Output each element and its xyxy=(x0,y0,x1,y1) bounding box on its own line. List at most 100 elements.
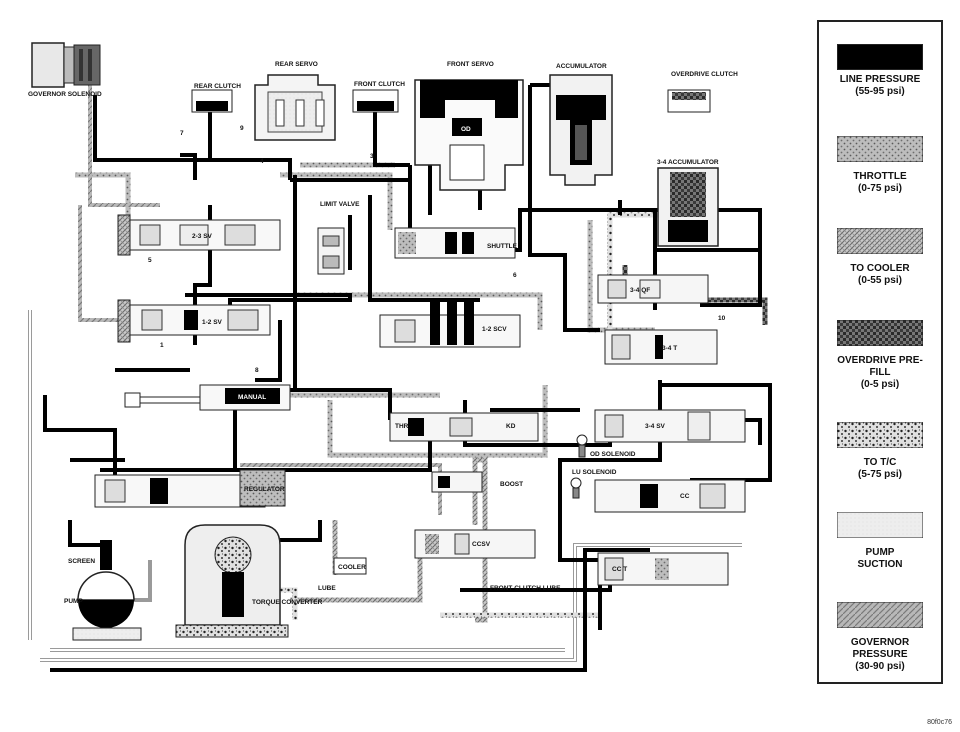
regulator-valve xyxy=(94,469,286,508)
pump-label: PUMP xyxy=(64,598,83,605)
front-clutch-lube-label: FRONT CLUTCH LUBE xyxy=(490,585,561,592)
valve-23sv-label: 2-3 SV xyxy=(192,233,213,240)
cooler-label: COOLER xyxy=(338,564,366,571)
valve-12sv-label: 1-2 SV xyxy=(202,319,223,326)
governor-lines xyxy=(78,80,442,515)
legend-swatch xyxy=(836,601,924,629)
lu-solenoid xyxy=(570,477,582,499)
od-solenoid xyxy=(576,434,588,458)
limit-valve-label: LIMIT VALVE xyxy=(320,201,360,208)
governor-solenoid xyxy=(31,42,101,88)
legend-label: PUMP SUCTION xyxy=(857,547,903,570)
legend-label: GOVERNOR PRESSURE xyxy=(850,637,910,660)
accumulator-34 xyxy=(657,167,719,247)
shuttle-valve xyxy=(394,227,516,259)
legend-range: (0-75 psi) xyxy=(858,183,902,194)
check-ball-9: 9 xyxy=(240,125,244,132)
valve-ccsv-label: CCSV xyxy=(472,541,491,548)
valve-ccsv xyxy=(414,529,536,559)
legend-throttle: THROTTLE (0-75 psi) xyxy=(819,135,941,195)
valve-34t xyxy=(604,329,718,365)
check-ball-7: 7 xyxy=(180,130,184,137)
legend-line-pressure: LINE PRESSURE (55-95 psi) xyxy=(819,44,941,98)
legend-range: (30-90 psi) xyxy=(855,661,905,672)
check-ball-8: 8 xyxy=(255,367,259,374)
thr-label: THR xyxy=(395,423,409,430)
valve-12scv xyxy=(379,300,521,348)
rear-clutch-label: REAR CLUTCH xyxy=(194,83,241,90)
valve-12scv-label: 1-2 SCV xyxy=(482,326,507,333)
legend-pump-suction: PUMP SUCTION xyxy=(819,511,941,571)
check-ball-4: 4 xyxy=(260,158,264,165)
shuttle-label: SHUTTLE xyxy=(487,243,518,250)
legend-range: (0-5 psi) xyxy=(860,379,900,390)
manual-label: MANUAL xyxy=(238,394,266,401)
rear-servo xyxy=(254,74,336,141)
legend-label: TO COOLER xyxy=(850,263,910,274)
legend-swatch xyxy=(836,135,924,163)
legend-label: TO T/C xyxy=(863,457,897,468)
limit-valve xyxy=(317,227,345,275)
legend-swatch xyxy=(836,319,924,347)
legend-swatch xyxy=(836,227,924,255)
throttle-kickdown-valve xyxy=(389,412,539,442)
front-servo-label: FRONT SERVO xyxy=(447,61,494,68)
legend-panel: LINE PRESSURE (55-95 psi) THROTTLE (0-75… xyxy=(817,20,943,684)
od-band-label: OD xyxy=(461,126,471,133)
boost-valve xyxy=(431,471,483,493)
pump xyxy=(72,540,142,641)
screen-label: SCREEN xyxy=(68,558,95,565)
valve-cct-label: CC T xyxy=(612,566,627,573)
legend-governor-pressure: GOVERNOR PRESSURE (30-90 psi) xyxy=(819,601,941,673)
check-ball-3: 3 xyxy=(370,153,374,160)
valve-34sv-label: 3-4 SV xyxy=(645,423,666,430)
legend-range: (55-95 psi) xyxy=(855,86,905,97)
governor-solenoid-label: GOVERNOR SOLENOID xyxy=(28,91,102,98)
legend-label: LINE PRESSURE xyxy=(839,74,921,85)
rear-clutch xyxy=(191,89,233,113)
torque-converter xyxy=(175,524,289,638)
valve-cc-label: CC xyxy=(680,493,690,500)
regulator-label: REGULATOR xyxy=(244,486,285,493)
valve-cct xyxy=(597,552,729,586)
overdrive-clutch-label: OVERDRIVE CLUTCH xyxy=(671,71,738,78)
valve-cc xyxy=(594,479,746,513)
legend-range: (0-55 psi) xyxy=(858,275,902,286)
legend-swatch xyxy=(837,44,923,70)
cooler xyxy=(333,557,367,575)
figure-code: 80f0c76 xyxy=(927,719,952,726)
legend-to-cooler: TO COOLER (0-55 psi) xyxy=(819,227,941,287)
lu-solenoid-label: LU SOLENOID xyxy=(572,469,617,476)
check-ball-5: 5 xyxy=(148,257,152,264)
valve-34sv xyxy=(594,409,746,443)
check-ball-1: 1 xyxy=(160,342,164,349)
legend-label: OVERDRIVE PRE-FILL xyxy=(837,355,923,378)
torque-converter-label: TORQUE CONVERTER xyxy=(252,599,323,606)
legend-label: THROTTLE xyxy=(853,171,907,182)
valve-23sv xyxy=(117,214,281,256)
overdrive-clutch xyxy=(667,89,711,113)
lube-label: LUBE xyxy=(318,585,336,592)
legend-overdrive-prefill: OVERDRIVE PRE-FILL (0-5 psi) xyxy=(819,319,941,391)
valve-34qf xyxy=(597,274,709,304)
check-ball-numbers: 5 6 7 8 9 10 1 3 4 xyxy=(148,125,726,374)
accumulator-34-label: 3-4 ACCUMULATOR xyxy=(657,159,719,166)
front-clutch-label: FRONT CLUTCH xyxy=(354,81,405,88)
boost-label: BOOST xyxy=(500,481,523,488)
manual-valve xyxy=(124,384,291,411)
check-ball-6: 6 xyxy=(513,272,517,279)
kd-label: KD xyxy=(506,423,516,430)
valve-34t-label: 3-4 T xyxy=(662,345,677,352)
legend-swatch xyxy=(836,421,924,449)
front-servo xyxy=(414,79,524,191)
check-ball-10: 10 xyxy=(718,315,726,322)
valve-12sv xyxy=(117,299,271,343)
legend-swatch xyxy=(836,511,924,539)
front-clutch xyxy=(352,89,399,113)
legend-to-tc: TO T/C (5-75 psi) xyxy=(819,421,941,481)
accumulator xyxy=(549,74,613,186)
accumulator-label: ACCUMULATOR xyxy=(556,63,607,70)
legend-range: (5-75 psi) xyxy=(858,469,902,480)
od-solenoid-label: OD SOLENOID xyxy=(590,451,636,458)
